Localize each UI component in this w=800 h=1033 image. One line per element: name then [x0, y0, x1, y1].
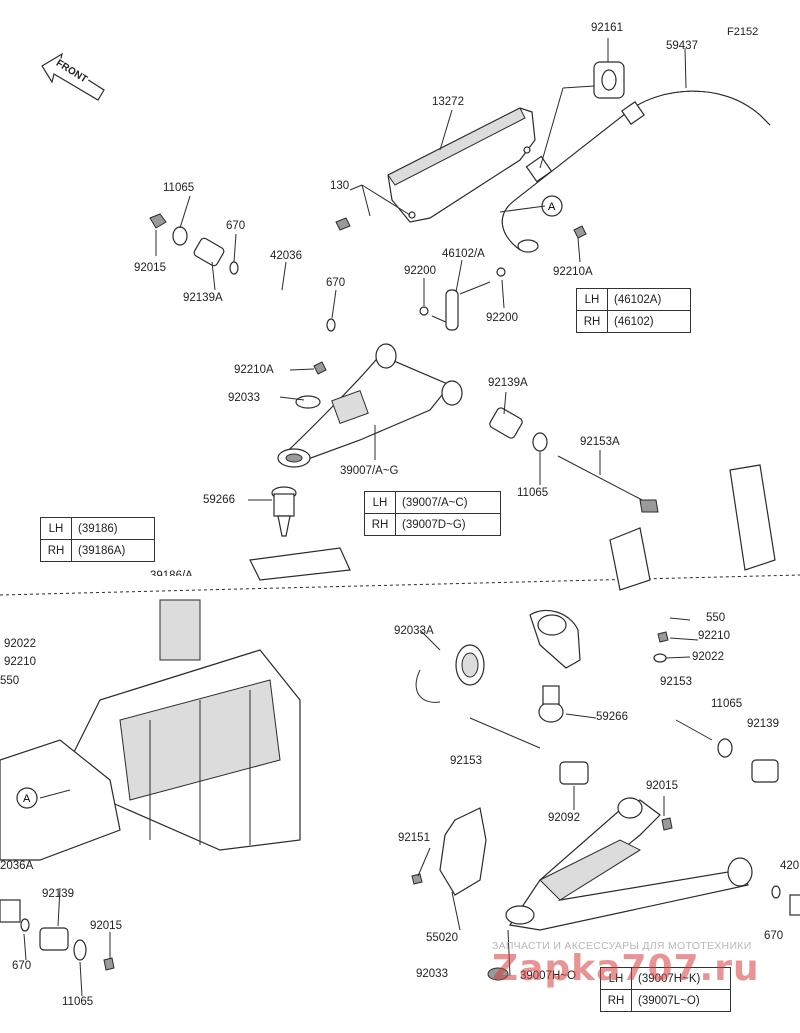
nut-92210-right	[657, 631, 669, 643]
part-label-92151: 92151	[398, 832, 430, 844]
part-label-92015-top: 92015	[134, 262, 166, 274]
part-label-59437: 59437	[666, 40, 698, 52]
leader-lines	[23, 38, 699, 997]
bushing-92139-right	[751, 759, 779, 783]
stabilizer-link	[419, 267, 506, 331]
part-label-670-b: 670	[326, 277, 346, 289]
part-label-92153a: 92153A	[580, 436, 620, 448]
table-lower-arm: LH (39007H~K) RH (39007L~O)	[600, 967, 731, 1012]
table-row: RH (46102)	[576, 310, 691, 333]
part-label-11065-top: 11065	[163, 182, 195, 194]
table-row: RH (39186A)	[40, 539, 155, 562]
bracket-13272	[387, 107, 536, 223]
ball-joint-lower	[538, 685, 564, 723]
part-label-92153-right: 92153	[660, 676, 692, 688]
guard-55020	[439, 807, 487, 896]
part-label-92200-b: 92200	[486, 312, 518, 324]
bolt-130	[335, 217, 351, 231]
table-stabilizer-link: LH (46102A) RH (46102)	[576, 288, 691, 333]
svg-text:A: A	[548, 201, 556, 213]
part-label-92210-left: 92210	[4, 656, 36, 668]
table-row: LH (46102A)	[576, 288, 691, 311]
table-upper-arm: LH (39007/A~C) RH (39007D~G)	[364, 491, 501, 536]
part-label-92139-left: 92139	[42, 888, 74, 900]
part-label-130: 130	[330, 180, 350, 192]
part-label-55020: 55020	[426, 932, 458, 944]
part-label-92139a-mid: 92139A	[488, 377, 528, 389]
part-label-13272: 13272	[432, 96, 464, 108]
bolt-92153-right	[675, 719, 713, 741]
left-bottom-hardware	[0, 899, 115, 971]
part-label-92022-right: 92022	[692, 651, 724, 663]
part-label-92210a-left: 92210A	[234, 364, 274, 376]
table-row: RH (39007L~O)	[600, 989, 731, 1012]
part-label-11065-mid: 11065	[517, 487, 549, 499]
watermark-logo: Zapka707.ru	[492, 948, 760, 989]
part-label-11065-right: 11065	[711, 698, 743, 710]
bolt-92153-mid	[469, 717, 541, 749]
bolt-92151	[411, 873, 423, 885]
washer-11065-right	[717, 738, 733, 758]
part-label-92033: 92033	[228, 392, 260, 404]
upper-a-arm	[277, 343, 463, 468]
ball-joint-upper	[271, 486, 297, 537]
part-label-39007ag: 39007/A~G	[340, 465, 399, 477]
part-label-59266-top: 59266	[203, 494, 235, 506]
part-label-92033a: 92033A	[394, 625, 434, 637]
part-label-42036: 42036	[270, 250, 302, 262]
part-label-46102a: 46102/A	[442, 248, 485, 260]
nut-92210a-right	[573, 225, 587, 239]
part-label-92161: 92161	[591, 22, 623, 34]
svg-text:A: A	[23, 793, 31, 805]
cotter-pin-550-right	[669, 617, 691, 621]
part-label-92200-a: 92200	[404, 265, 436, 277]
lower-a-arm	[505, 797, 753, 931]
part-label-670-a: 670	[226, 220, 246, 232]
part-label-670-left: 670	[12, 960, 32, 972]
part-label-92015-left: 92015	[90, 920, 122, 932]
callout-a-left: A	[16, 787, 38, 809]
nut-92210a-left	[313, 361, 327, 375]
part-label-550-right: 550	[706, 612, 726, 624]
table-arm-assy: LH (39186) RH (39186A)	[40, 517, 155, 562]
vehicle-frame	[0, 464, 800, 861]
part-label-92139a-top: 92139A	[183, 292, 223, 304]
table-row: LH (39007/A~C)	[364, 491, 501, 514]
part-label-11065-left: 11065	[62, 996, 94, 1008]
part-label-670-right: 670	[764, 930, 784, 942]
circlip-92033-low	[487, 967, 509, 981]
part-label-92033-low: 92033	[416, 968, 448, 980]
part-label-420-right: 420	[780, 860, 800, 872]
part-label-92092: 92092	[548, 812, 580, 824]
part-label-92139-right: 92139	[747, 718, 779, 730]
part-label-92210a-right: 92210A	[553, 266, 593, 278]
table-row: LH (39186)	[40, 517, 155, 540]
part-label-92153-mid: 92153	[450, 755, 482, 767]
part-label-39007ho: 39007H~O	[520, 970, 576, 982]
o-ring-670-right	[771, 885, 781, 899]
part-label-92022-left: 92022	[4, 638, 36, 650]
pivot-shaft-right	[789, 894, 800, 916]
stabilizer-bar	[501, 90, 771, 253]
table-row: LH (39007H~K)	[600, 967, 731, 990]
part-label-92015-right: 92015	[646, 780, 678, 792]
watermark-subtitle: ЗАПЧАСТИ И АКСЕССУАРЫ ДЛЯ МОТОТЕХНИКИ	[492, 940, 752, 952]
knuckle-bearing	[415, 609, 581, 703]
figure-code: F2152	[727, 26, 759, 38]
part-label-59266-low: 59266	[596, 711, 628, 723]
washer-92022-right	[653, 653, 667, 663]
nut-92015-right	[661, 817, 673, 831]
bushing-92092	[559, 761, 589, 785]
bushing-92161	[593, 61, 625, 99]
part-label-39186a-partial: 39186/A	[150, 570, 193, 576]
part-label-92210-right: 92210	[698, 630, 730, 642]
upper-arm-rear-hardware	[489, 407, 659, 513]
upper-pivot-hardware	[149, 213, 336, 332]
part-label-42036a-left: 2036A	[0, 860, 34, 872]
table-row: RH (39007D~G)	[364, 513, 501, 536]
part-label-550-left: 550	[0, 675, 20, 687]
